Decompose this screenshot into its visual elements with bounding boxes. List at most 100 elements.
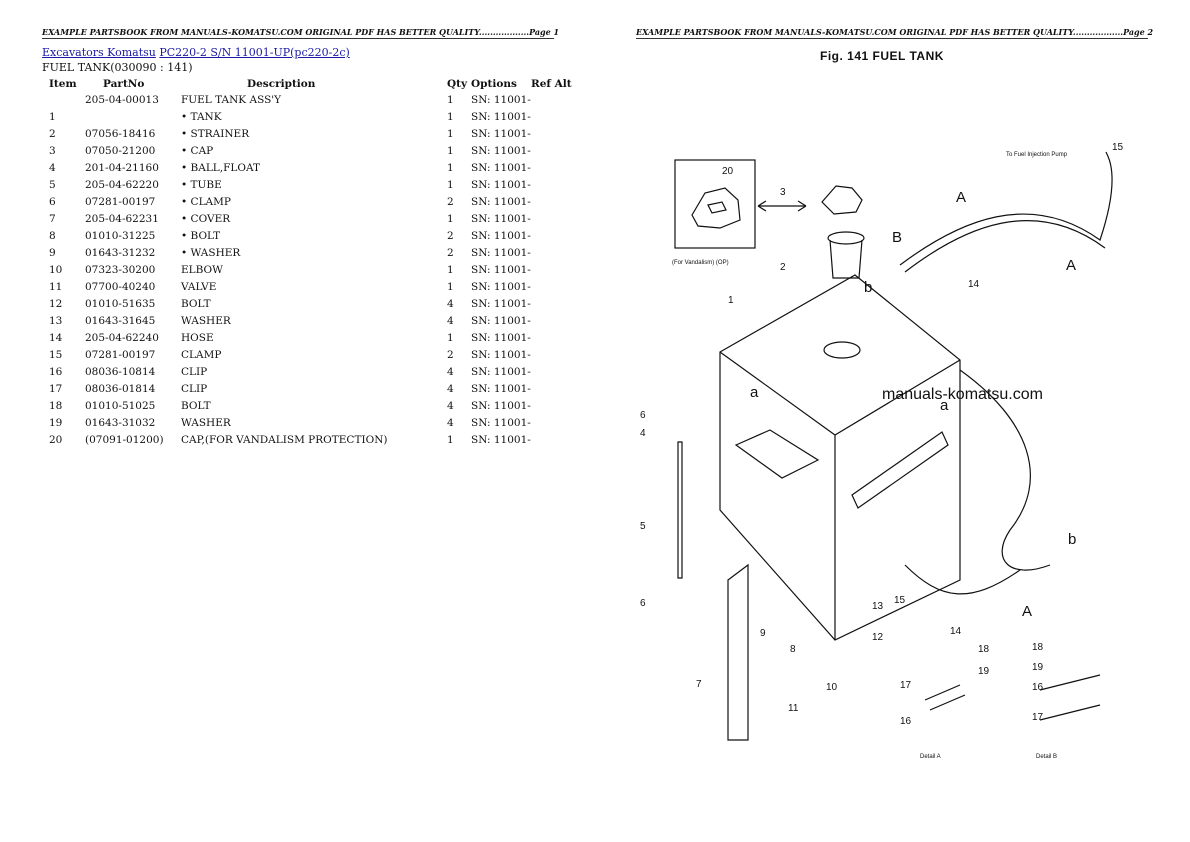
cell-refalt — [531, 211, 581, 228]
cell-options: SN: 11001- — [471, 94, 531, 106]
col-header-options: Options — [471, 78, 517, 90]
callout-2: 2 — [780, 262, 786, 273]
cell-description: CLAMP — [181, 349, 222, 361]
cell-refalt — [531, 160, 581, 177]
cell-qty: 1 — [447, 145, 454, 157]
col-header-description: Description — [247, 78, 316, 90]
callout-20: 20 — [722, 166, 734, 177]
figure-title: Fig. 141 FUEL TANK — [820, 49, 944, 63]
cell-refalt — [531, 364, 581, 381]
letter-a-right: a — [940, 397, 949, 414]
double-arrow — [757, 200, 807, 212]
cell-partno: 07281-00197 — [85, 349, 156, 361]
cell-qty: 1 — [447, 434, 454, 446]
breadcrumb-link-model[interactable]: PC220-2 S/N 11001-UP(pc220-2c) — [159, 46, 350, 59]
cell-qty: 1 — [447, 281, 454, 293]
callout-18-b: 18 — [1032, 642, 1044, 653]
cell-refalt — [531, 228, 581, 245]
cell-partno: (07091-01200) — [85, 434, 164, 446]
callout-9: 9 — [760, 628, 766, 639]
cell-qty: 1 — [447, 128, 454, 140]
callout-6-top: 6 — [640, 410, 646, 421]
cell-qty: 4 — [447, 400, 454, 412]
cell-qty: 2 — [447, 196, 454, 208]
cell-item: 18 — [49, 400, 63, 412]
cell-description: • CAP — [181, 145, 214, 157]
cell-partno: 08036-10814 — [85, 366, 156, 378]
cell-description: ELBOW — [181, 264, 223, 276]
cell-item: 6 — [49, 196, 56, 208]
page-header-right: EXAMPLE PARTSBOOK FROM MANUALS-KOMATSU.C… — [636, 27, 1154, 39]
cell-item: 11 — [49, 281, 63, 293]
cell-qty: 4 — [447, 366, 454, 378]
cell-item: 16 — [49, 366, 63, 378]
cell-partno: 01643-31232 — [85, 247, 156, 259]
tank-outline — [719, 274, 961, 641]
cell-refalt — [531, 194, 581, 211]
cell-refalt — [531, 398, 581, 415]
cell-item: 9 — [49, 247, 56, 259]
cover-part — [727, 563, 749, 741]
callout-6-bottom: 6 — [640, 598, 646, 609]
breadcrumb: Excavators Komatsu PC220-2 S/N 11001-UP(… — [42, 46, 350, 59]
cell-refalt — [531, 109, 581, 126]
cell-refalt — [531, 347, 581, 364]
cell-description: • COVER — [181, 213, 231, 225]
cell-qty: 2 — [447, 247, 454, 259]
cell-refalt — [531, 432, 581, 449]
cell-description: • TUBE — [181, 179, 222, 191]
cell-options: SN: 11001- — [471, 332, 531, 344]
cell-item: 15 — [49, 349, 63, 361]
strainer-body — [829, 239, 863, 279]
letter-b-right: b — [1068, 531, 1076, 548]
col-header-qty: Qty — [447, 78, 468, 90]
hose-upper-2 — [904, 220, 1106, 273]
inset-caption: (For Vandalism) (OP) — [672, 260, 729, 266]
cell-options: SN: 11001- — [471, 213, 531, 225]
cell-qty: 4 — [447, 298, 454, 310]
detail-b-caption: Detail B — [1036, 754, 1057, 760]
cell-item: 3 — [49, 145, 56, 157]
cell-description: CLIP — [181, 366, 208, 378]
cell-qty: 1 — [447, 264, 454, 276]
cell-item: 8 — [49, 230, 56, 242]
cell-item: 7 — [49, 213, 56, 225]
callout-12: 12 — [872, 632, 884, 643]
cell-refalt — [531, 415, 581, 432]
cell-item: 10 — [49, 264, 63, 276]
cell-description: • BOLT — [181, 230, 221, 242]
cell-qty: 1 — [447, 179, 454, 191]
cell-refalt — [531, 381, 581, 398]
cell-options: SN: 11001- — [471, 264, 531, 276]
detail-b-clip — [1039, 674, 1101, 721]
tank-plate — [734, 429, 820, 479]
cell-refalt — [531, 126, 581, 143]
cell-qty: 1 — [447, 162, 454, 174]
callout-7: 7 — [696, 679, 702, 690]
cell-description: • WASHER — [181, 247, 241, 259]
cell-options: SN: 11001- — [471, 247, 531, 259]
cell-options: SN: 11001- — [471, 162, 531, 174]
cell-partno: 01010-51635 — [85, 298, 156, 310]
tank-gauge — [851, 431, 949, 509]
cell-partno: 205-04-62240 — [85, 332, 159, 344]
callout-5: 5 — [640, 521, 646, 532]
cell-partno: 01643-31645 — [85, 315, 156, 327]
cell-refalt — [531, 143, 581, 160]
callout-14-bottom: 14 — [950, 626, 962, 637]
cell-item: 20 — [49, 434, 63, 446]
breadcrumb-link-excavators[interactable]: Excavators Komatsu — [42, 46, 156, 59]
tank-edges — [719, 351, 961, 640]
cell-qty: 1 — [447, 213, 454, 225]
